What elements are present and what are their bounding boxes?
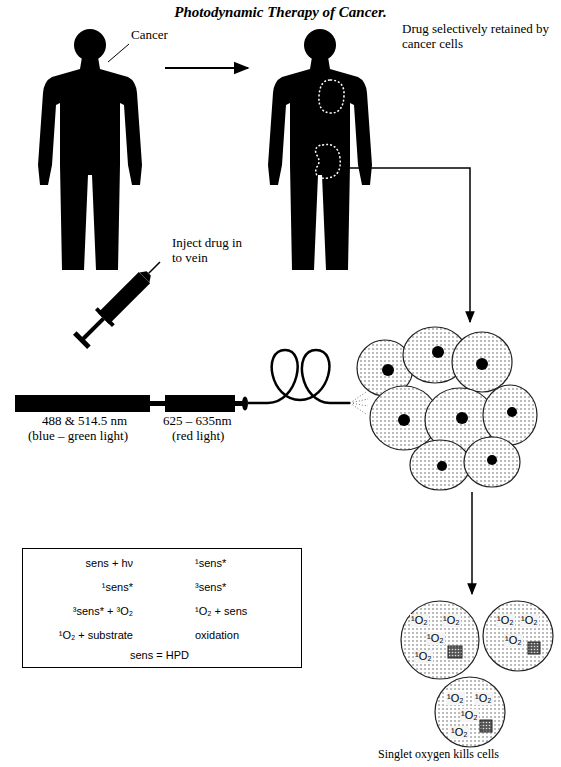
light-spray — [350, 403, 366, 414]
cell-cluster — [452, 332, 512, 392]
reaction-text: ¹O₂ + substrate — [23, 629, 133, 642]
reaction-box: sens + hν ¹sens* ¹sens* ³sens* ³sens* + ³O₂ ¹… — [22, 548, 302, 668]
cell-membrane — [435, 677, 505, 747]
laser-red — [165, 395, 235, 412]
singlet-oxygen-label: ¹O₂ — [474, 692, 493, 705]
wavelength-label: 488 & 514.5 nm — [42, 414, 127, 429]
wavelength-label: 625 – 635nm — [163, 414, 232, 429]
singlet-oxygen-label: ¹O₂ — [414, 650, 433, 663]
cell-nucleus — [437, 461, 447, 471]
cell-membrane — [483, 601, 553, 671]
patient-figure — [38, 29, 142, 270]
reaction-text: ¹sens* — [195, 557, 226, 570]
cell-cluster — [464, 437, 520, 487]
callout-label: Inject drug in to vein — [172, 236, 252, 266]
optical-fibre — [248, 350, 350, 403]
flow-arrow — [343, 168, 470, 322]
wavelength-label: (blue – green light) — [28, 429, 128, 444]
singlet-oxygen-cell: ¹O₂ ¹O₂ ¹O₂ ¹O₂ — [434, 676, 506, 748]
cell-nucleus — [480, 720, 492, 732]
reaction-text: ³sens* + ³O₂ — [23, 605, 133, 618]
cell-cluster — [483, 385, 537, 445]
patient-figure — [268, 29, 372, 270]
syringe — [72, 254, 169, 351]
singlet-oxygen-label: ¹O₂ — [504, 634, 523, 647]
cell-nucleus — [476, 358, 488, 370]
cell-membrane — [401, 601, 479, 679]
flow-arrow — [165, 67, 248, 69]
light-spray — [350, 392, 366, 403]
cell-cluster — [357, 327, 537, 490]
callout-label: Drug selectively retained by cancer cell… — [402, 22, 552, 52]
singlet-oxygen-label: ¹O₂ — [450, 726, 469, 739]
singlet-oxygen-label: ¹O₂ — [496, 614, 515, 627]
reaction-text: ³sens* — [195, 581, 226, 594]
laser-coupler — [235, 401, 243, 406]
caption-label: Singlet oxygen kills cells — [378, 748, 499, 762]
syringe — [81, 317, 105, 341]
tumour-outline — [316, 145, 341, 179]
cell-nucleus — [382, 346, 517, 471]
singlet-oxygen-label: ¹O₂ — [442, 614, 461, 627]
syringe — [73, 331, 91, 349]
flow-arrow — [471, 492, 473, 594]
cell-nucleus — [487, 455, 497, 465]
patient-figure — [268, 29, 372, 270]
singlet-oxygen-label: ¹O₂ — [426, 632, 445, 645]
callout-label: Cancer — [131, 28, 168, 43]
reaction-text: ¹sens* — [23, 581, 133, 594]
laser-coupler — [150, 401, 165, 406]
singlet-oxygen-label: ¹O₂ — [520, 614, 539, 627]
reaction-text: oxidation — [195, 629, 239, 642]
singlet-oxygen-label: ¹O₂ — [410, 614, 429, 627]
cell-cluster — [410, 440, 470, 490]
patient-figure — [38, 29, 142, 270]
cell-nucleus — [528, 642, 540, 654]
singlet-oxygen-label: ¹O₂ — [446, 692, 465, 705]
cell-nucleus — [398, 414, 410, 426]
leader-line — [108, 44, 129, 62]
syringe — [149, 262, 160, 273]
cell-nucleus — [432, 346, 444, 358]
lens — [242, 397, 248, 411]
reaction-text: sens + hν — [23, 557, 133, 570]
reaction-text: sens = HPD — [23, 649, 296, 662]
cell-nucleus — [507, 407, 517, 417]
wavelength-label: (red light) — [172, 429, 224, 444]
cell-nucleus — [456, 412, 468, 424]
singlet-oxygen-label: ¹O₂ — [460, 709, 479, 722]
cell-nucleus — [448, 646, 462, 658]
singlet-oxygen-cell: ¹O₂ ¹O₂ ¹O₂ — [482, 600, 554, 672]
laser-blue-green — [15, 395, 150, 412]
cell-nucleus — [382, 364, 394, 376]
reaction-text: ¹O₂ + sens — [195, 605, 247, 618]
light-spray — [350, 399, 368, 403]
syringe — [95, 307, 115, 327]
diagram-title: Photodynamic Therapy of Cancer. — [0, 4, 561, 21]
singlet-oxygen-cell: ¹O₂ ¹O₂ ¹O₂ ¹O₂ — [400, 600, 480, 680]
tumour-outline — [319, 80, 344, 113]
light-spray — [350, 392, 368, 414]
